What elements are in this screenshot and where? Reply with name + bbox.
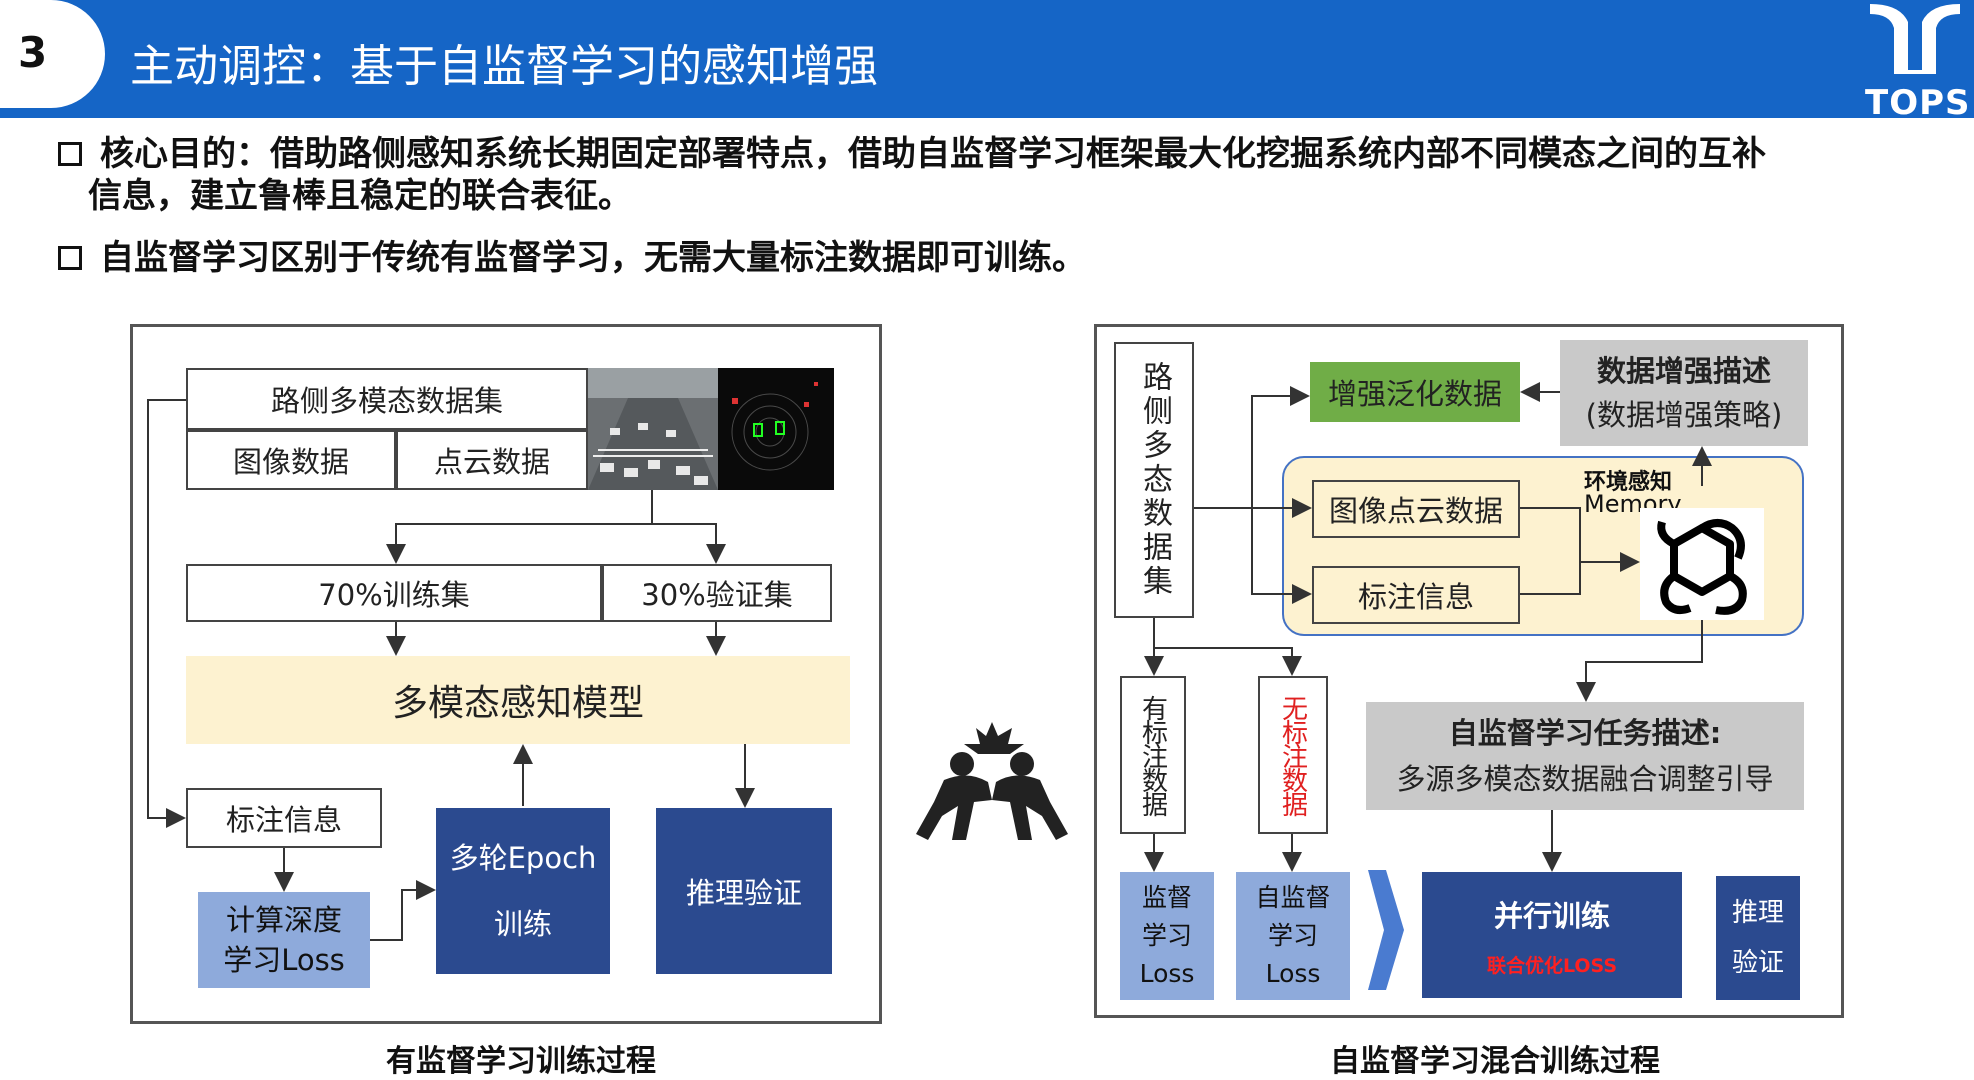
bullet-1-line-2: 信息，建立鲁棒且稳定的联合表征。: [88, 176, 632, 216]
epoch-training-box: 多轮Epoch 训练: [436, 808, 610, 974]
dataset-box: 路侧多模态数据集: [186, 368, 588, 430]
bullet-square-icon: [58, 142, 82, 166]
ssl-task-line-1: 自监督学习任务描述:: [1448, 716, 1722, 750]
aug-desc-line-2: (数据增强策略): [1585, 398, 1783, 432]
camera-image: [588, 368, 718, 490]
wrestling-icon: [916, 722, 1068, 840]
pointcloud-image: [718, 368, 834, 490]
dataset-vertical-box: 路侧多态数据集: [1114, 342, 1194, 618]
self-loss-line-1: 自监督: [1255, 883, 1331, 912]
labeled-data-vertical: 有标注数据: [1120, 676, 1186, 834]
compute-loss-line-2: 学习Loss: [223, 943, 345, 977]
pointcloud-data-box: 点云数据: [396, 430, 588, 490]
model-box: 多模态感知模型: [186, 656, 850, 744]
ssl-task-box: 自监督学习任务描述: 多源多模态数据融合调整引导: [1366, 702, 1804, 810]
self-loss-line-3: Loss: [1265, 959, 1321, 988]
compute-loss-line-1: 计算深度: [225, 903, 342, 937]
epoch-line-2: 训练: [493, 907, 552, 941]
label-info-box: 标注信息: [186, 788, 382, 848]
aug-desc-line-1: 数据增强描述: [1596, 354, 1771, 388]
label-info-box-right: 标注信息: [1312, 566, 1520, 624]
big-arrow-icon: [1368, 870, 1404, 990]
train-set-box: 70%训练集: [186, 564, 602, 622]
bullet-1-line-1: 核心目的：借助路侧感知系统长期固定部署特点，借助自监督学习框架最大化挖掘系统内部…: [100, 134, 1766, 174]
val-set-box: 30%验证集: [602, 564, 832, 622]
sup-loss-box: 监督 学习 Loss: [1120, 872, 1214, 1000]
bullet-square-icon: [58, 246, 82, 270]
header-bar: [0, 0, 1974, 118]
img-pc-data-box: 图像点云数据: [1312, 480, 1520, 538]
sup-loss-line-3: Loss: [1139, 959, 1195, 988]
inference-box-right: 推理 验证: [1716, 876, 1800, 1000]
epoch-line-1: 多轮Epoch: [449, 841, 597, 875]
sup-loss-line-2: 学习: [1141, 921, 1192, 950]
parallel-training-label: 并行训练: [1493, 898, 1610, 933]
unlabeled-data-vertical: 无标注数据: [1258, 676, 1328, 834]
joint-loss-label: 联合优化LOSS: [1486, 954, 1618, 977]
self-loss-box: 自监督 学习 Loss: [1236, 872, 1350, 1000]
bullet-2: 自监督学习区别于传统有监督学习，无需大量标注数据即可训练。: [100, 238, 1086, 278]
compute-loss-box: 计算深度 学习Loss: [198, 892, 370, 988]
self-loss-line-2: 学习: [1267, 921, 1318, 950]
slide-title: 主动调控：基于自监督学习的感知增强: [130, 41, 878, 92]
inference-line-2: 验证: [1731, 948, 1784, 978]
parallel-training-box: 并行训练 联合优化LOSS: [1422, 872, 1682, 998]
openai-logo-icon: [1657, 519, 1747, 615]
sup-loss-line-1: 监督: [1141, 883, 1192, 912]
page-number-badge: [0, 0, 105, 108]
logo-text: TOPS: [1865, 83, 1971, 123]
left-diagram-frame: [130, 324, 882, 1024]
tops-logo-icon: [1870, 4, 1960, 74]
augmented-data-box: 增强泛化数据: [1310, 362, 1520, 422]
ssl-task-line-2: 多源多模态数据融合调整引导: [1396, 762, 1774, 796]
page-number: 3: [18, 28, 48, 77]
inference-box: 推理验证: [656, 808, 832, 974]
right-caption: 自监督学习混合训练过程: [1330, 1044, 1660, 1079]
env-label-1: 环境感知: [1584, 470, 1673, 495]
image-data-box: 图像数据: [186, 430, 396, 490]
right-diagram-frame: [1094, 324, 1844, 1018]
aug-desc-box: 数据增强描述 (数据增强策略): [1560, 340, 1808, 446]
inference-line-1: 推理: [1731, 898, 1784, 928]
left-caption: 有监督学习训练过程: [386, 1044, 656, 1079]
